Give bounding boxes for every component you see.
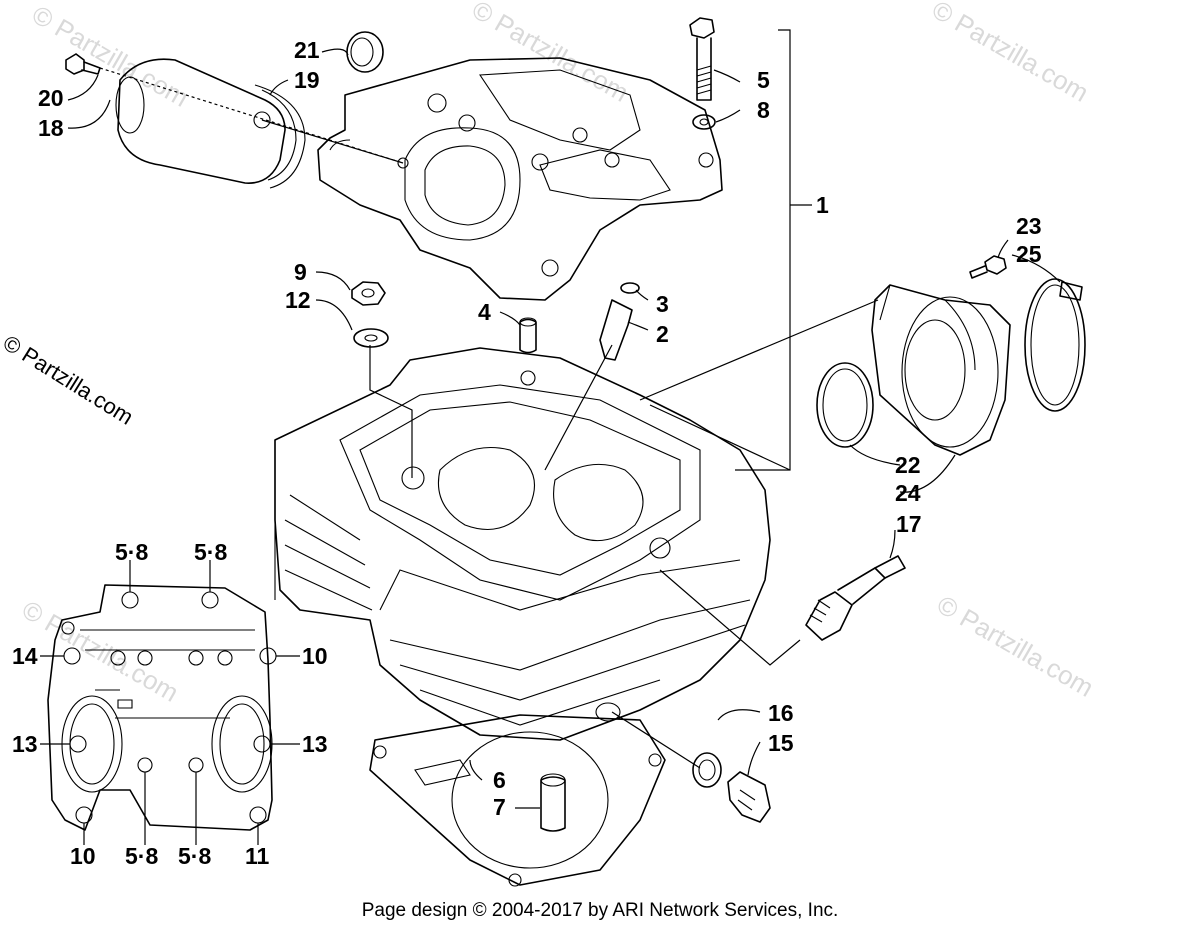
washer-8: [692, 114, 716, 130]
callout-24: 24: [895, 480, 921, 506]
callout-22: 22: [895, 452, 921, 478]
callout-10-right: 10: [302, 643, 328, 669]
callout-5-8-top-right: 5·8: [194, 539, 227, 565]
bolt-20: [65, 53, 101, 75]
cylinder-head: [274, 347, 771, 741]
callout-18: 18: [38, 115, 64, 141]
callout-13-left: 13: [12, 731, 38, 757]
callout-15: 15: [768, 730, 794, 756]
washer-16: [692, 752, 722, 788]
breather-cover-18: [115, 58, 306, 189]
leader-lines: [40, 29, 1061, 845]
plug-21: [346, 31, 384, 73]
tightening-pattern-view: [47, 584, 277, 831]
o-ring-22: [816, 362, 874, 448]
cylinder-head-cover: [317, 57, 723, 301]
page-footer-copyright: Page design © 2004-2017 by ARI Network S…: [361, 900, 839, 921]
callout-16: 16: [768, 700, 794, 726]
callout-25: 25: [1016, 241, 1042, 267]
callout-1: 1: [816, 192, 829, 218]
dowel-7: [540, 773, 566, 832]
callout-5-8-bottom-left: 5·8: [125, 843, 158, 869]
callout-13-right: 13: [302, 731, 328, 757]
head-gasket-6: [369, 714, 666, 887]
callout-21: 21: [294, 37, 320, 63]
guide-2: [599, 299, 633, 361]
watermark-top-right: © Partzilla.com: [927, 0, 1094, 108]
intake-boot-24: [871, 284, 1011, 456]
callout-4: 4: [478, 299, 491, 325]
callout-5-8-top-left: 5·8: [115, 539, 148, 565]
callout-labels: 1 5 8 21 19 20 18 9 12 4 3 2 23 25 22 24…: [12, 37, 1042, 869]
watermark-top-center: © Partzilla.com: [467, 0, 634, 108]
callout-14: 14: [12, 643, 38, 669]
screw-23: [969, 255, 1007, 279]
callout-23: 23: [1016, 213, 1042, 239]
callout-9: 9: [294, 259, 307, 285]
callout-7: 7: [493, 794, 506, 820]
nut-9: [351, 281, 386, 306]
callout-11: 11: [245, 843, 270, 869]
watermark-layer: © Partzilla.com © Partzilla.com © Partzi…: [17, 0, 1099, 708]
plug-15: [727, 771, 771, 823]
bolt-5: [689, 17, 715, 101]
callout-6: 6: [493, 767, 506, 793]
callout-12: 12: [285, 287, 311, 313]
clamp-25: [1024, 278, 1086, 412]
o-ring-3: [620, 282, 640, 294]
callout-8: 8: [757, 97, 770, 123]
callout-10-bottom: 10: [70, 843, 96, 869]
callout-19: 19: [294, 67, 320, 93]
washer-12: [353, 328, 389, 348]
dowel-pin-4: [519, 317, 537, 354]
callout-5-8-bottom-right: 5·8: [178, 843, 211, 869]
spark-plug-17: [805, 555, 906, 641]
watermark-mid-right: © Partzilla.com: [932, 589, 1099, 703]
callout-2: 2: [656, 321, 669, 347]
callout-20: 20: [38, 85, 64, 111]
callout-5: 5: [757, 67, 770, 93]
callout-17: 17: [896, 511, 922, 537]
callout-3: 3: [656, 291, 669, 317]
